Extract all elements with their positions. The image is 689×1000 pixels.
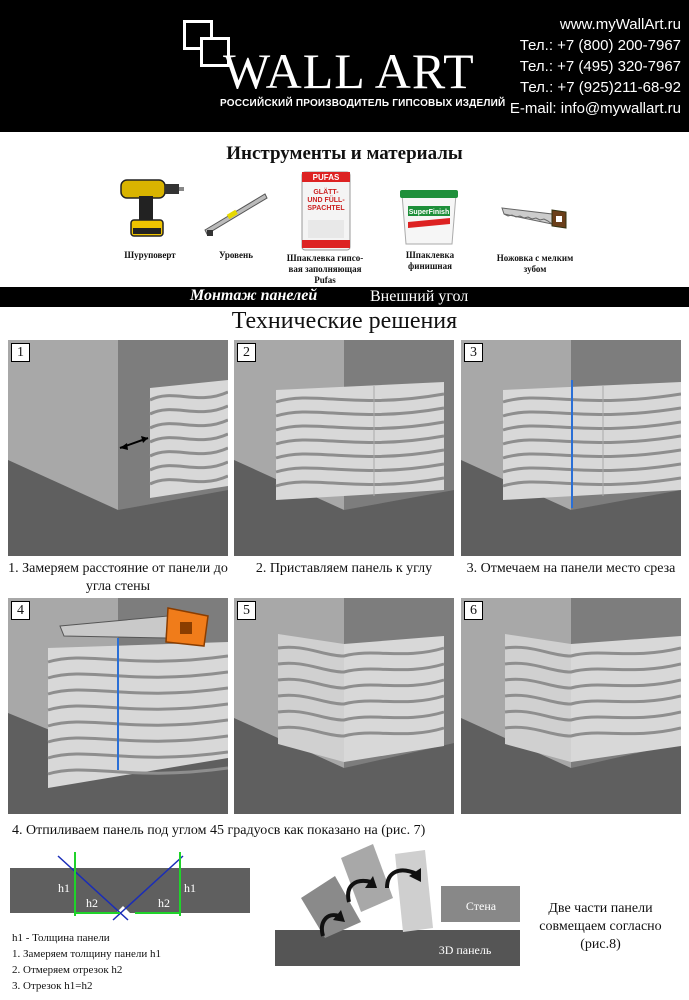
- logo: WALL ART: [223, 43, 475, 99]
- phone-1: Тел.: +7 (800) 200-7967: [519, 37, 681, 54]
- note-line: 2. Отмеряем отрезок h2: [12, 964, 123, 976]
- wall-corner-illustration: [461, 598, 681, 814]
- step-4-image: 4: [8, 598, 228, 814]
- phone-3: Тел.: +7 (925)211-68-92: [520, 79, 681, 96]
- note-line: 3. Отрезок h1=h2: [12, 980, 93, 992]
- wave-panel: [275, 382, 445, 500]
- svg-text:SuperFinish: SuperFinish: [409, 209, 449, 216]
- wave-panel: [47, 642, 228, 788]
- wave-panel: [504, 634, 681, 762]
- step-6-image: 6: [461, 598, 681, 814]
- step-3-image: 3: [461, 340, 681, 556]
- svg-text:PUFAS: PUFAS: [313, 173, 340, 182]
- logo-square-icon: [200, 37, 230, 67]
- wall-corner-illustration: [8, 340, 228, 556]
- step-number: 2: [237, 343, 256, 362]
- wave-panel: [277, 634, 445, 762]
- tools-title: Инструменты и материалы: [226, 143, 463, 164]
- tool-label: Уровень: [219, 250, 253, 260]
- panel-label: 3D панель: [439, 943, 492, 957]
- panel-assembly-diagram: Стена 3D панель: [275, 844, 520, 966]
- note-line: 1. Замеряем толщину панели h1: [12, 948, 162, 960]
- tool-label: Ножовка с мелким зубом: [496, 253, 574, 274]
- svg-text:UND FÜLL-: UND FÜLL-: [307, 195, 345, 204]
- step-number: 6: [464, 601, 483, 620]
- wall-corner-illustration: [461, 340, 681, 556]
- cut-notes: h1 - Толщина панели 1. Замеряем толщину …: [12, 930, 161, 994]
- logo-square-icon: [183, 20, 213, 50]
- section-mount-title: Монтаж панелей: [190, 287, 318, 304]
- assembly-description: Две части панели совмещаем согласно (рис…: [539, 901, 662, 952]
- step-number: 1: [11, 343, 30, 362]
- svg-text:GLÄTT-: GLÄTT-: [313, 188, 339, 196]
- website-link[interactable]: www.myWallArt.ru: [559, 16, 681, 33]
- note-line: h1 - Толщина панели: [12, 932, 110, 944]
- tool-label: Шпаклевка гипсо-вая заполняющая Pufas: [286, 253, 364, 285]
- wall-corner-illustration: [234, 340, 454, 556]
- putty-bag-icon: PUFAS GLÄTT- UND FÜLL- SPACHTEL: [301, 171, 351, 251]
- step-1-caption: 1. Замеряем расстояние от панели до угла…: [8, 561, 228, 594]
- wave-panel: [502, 382, 681, 500]
- svg-text:SPACHTEL: SPACHTEL: [307, 205, 345, 212]
- tool-label: Шуруповерт: [124, 250, 176, 260]
- step-2-caption: 2. Приставляем панель к углу: [255, 561, 433, 576]
- step-1-image: 1: [8, 340, 228, 556]
- step-5-image: 5: [234, 598, 454, 814]
- tagline: РОССИЙСКИЙ ПРОИЗВОДИТЕЛЬ ГИПСОВЫХ ИЗДЕЛИ…: [220, 98, 506, 109]
- section-type-title: Внешний угол: [370, 288, 469, 305]
- step-number: 3: [464, 343, 483, 362]
- level-icon: [204, 193, 268, 236]
- wall-corner-illustration: [8, 598, 228, 814]
- wall-label: Стена: [466, 899, 497, 913]
- page-title: Технические решения: [231, 308, 458, 334]
- h2-label: h2: [158, 896, 170, 910]
- cut-angle-diagram: h1 h1 h2 h2: [10, 852, 250, 921]
- section-bar: Монтаж панелей Внешний угол: [0, 287, 689, 307]
- saw-icon: [59, 607, 209, 647]
- h1-label: h1: [184, 881, 196, 895]
- step-2-image: 2: [234, 340, 454, 556]
- h2-label: h2: [86, 896, 98, 910]
- wave-panel: [149, 380, 228, 498]
- wall-corner-illustration: [234, 598, 454, 814]
- putty-bucket-icon: SuperFinish: [400, 190, 458, 245]
- step-number: 5: [237, 601, 256, 620]
- contacts: www.myWallArt.ru Тел.: +7 (800) 200-7967…: [510, 14, 681, 119]
- saw-icon: [501, 207, 567, 229]
- phone-2: Тел.: +7 (495) 320-7967: [519, 58, 681, 75]
- step-number: 4: [11, 601, 30, 620]
- tool-label: Шпаклевка финишная: [405, 250, 455, 271]
- email-link[interactable]: E-mail: info@mywallart.ru: [509, 100, 681, 117]
- h1-label: h1: [58, 881, 70, 895]
- header: WALL ART РОССИЙСКИЙ ПРОИЗВОДИТЕЛЬ ГИПСОВ…: [0, 0, 689, 132]
- step-3-caption: 3. Отмечаем на панели место среза: [466, 561, 676, 576]
- drill-icon: [120, 179, 184, 237]
- step-4-caption: 4. Отпиливаем панель под углом 45 градуо…: [12, 823, 426, 838]
